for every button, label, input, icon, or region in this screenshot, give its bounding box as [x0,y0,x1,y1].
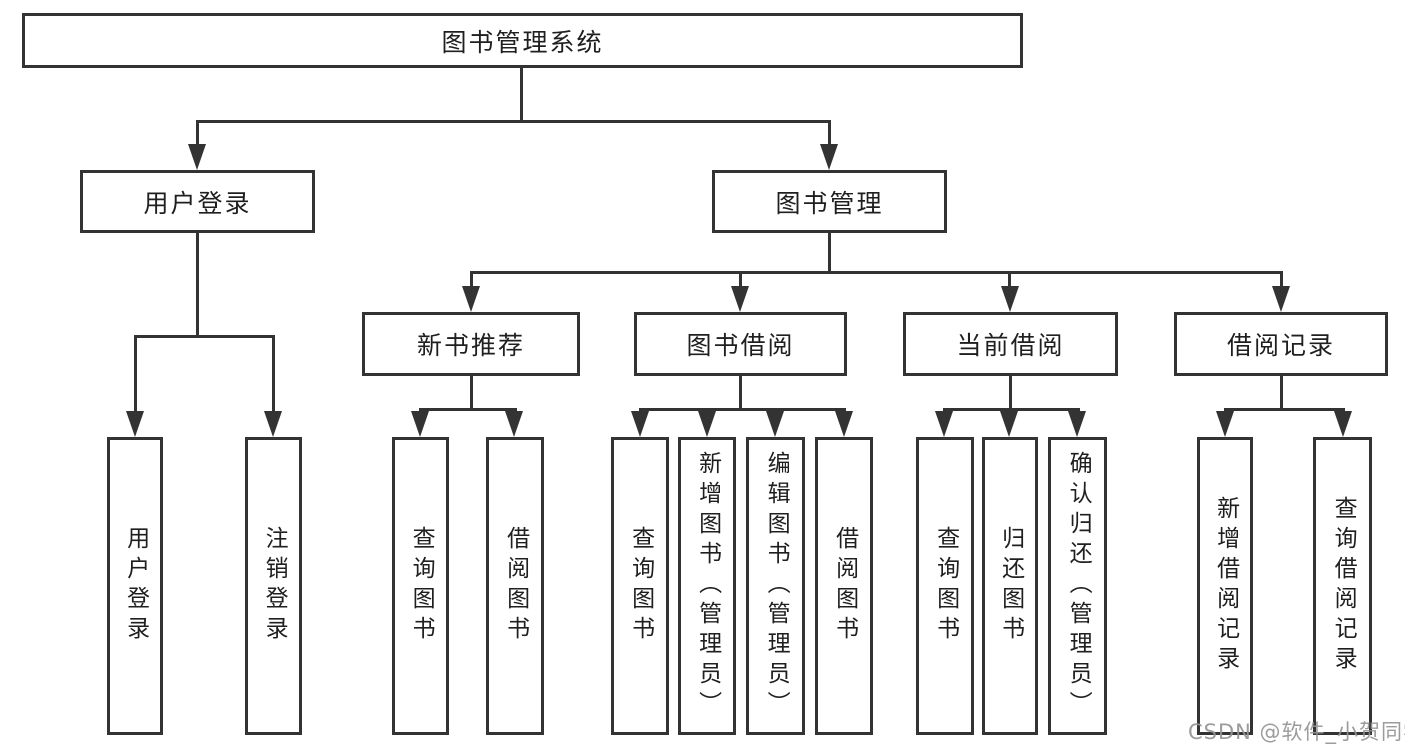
leaf-query-book-borrow-label: 查询图书 [627,526,654,646]
leaf-edit-book-admin-label: 编辑图书（管理员） [763,451,790,721]
connector-current-borrow-stem [1009,376,1012,411]
node-current-borrow-label: 当前借阅 [956,331,1065,360]
leaf-add-book-admin: 新增图书（管理员） [678,437,736,735]
node-book-borrow: 图书借阅 [634,312,847,376]
arrowhead-down [698,411,716,437]
arrowhead-down [505,411,523,437]
arrowhead-down [1068,411,1086,437]
leaf-add-borrow-record: 新增借阅记录 [1197,437,1253,735]
leaf-logout-label: 注销登录 [261,526,288,646]
connector-borrow-record-stem [1280,376,1283,411]
connector-leaf-logout-drop [272,335,275,412]
arrowhead-down [835,411,853,437]
node-borrow-records-label: 借阅记录 [1226,331,1335,360]
leaf-user-login: 用户登录 [107,437,163,735]
leaf-query-book-borrow: 查询图书 [611,437,669,735]
arrowhead-down [188,144,206,170]
arrowhead-down [1216,411,1234,437]
connector-borrow-record-branch [1224,408,1345,411]
connector-current-borrow-drop [1008,271,1011,287]
node-new-book-recommend-label: 新书推荐 [416,331,525,360]
connector-book-management-stem [828,233,831,274]
node-library-system: 图书管理系统 [22,13,1023,68]
node-book-management-label: 图书管理 [775,188,884,218]
connector-book-borrow-drop [739,271,742,287]
arrowhead-down [462,286,480,312]
connector-root-branch [196,120,831,123]
node-current-borrow: 当前借阅 [903,312,1118,376]
node-user-login-label: 用户登录 [143,188,252,218]
leaf-query-borrow-record: 查询借阅记录 [1313,437,1372,735]
connector-new-book-branch [419,408,517,411]
connector-user-login-branch [134,335,275,338]
node-library-system-label: 图书管理系统 [441,27,604,57]
leaf-query-book-current-label: 查询图书 [932,526,959,646]
leaf-query-borrow-record-label: 查询借阅记录 [1330,496,1357,676]
leaf-borrow-book-borrow-label: 借阅图书 [831,526,858,646]
leaf-query-book-recommend: 查询图书 [392,437,449,735]
arrowhead-down [1000,411,1018,437]
leaf-query-book-recommend-label: 查询图书 [408,526,435,646]
connector-borrow-record-drop [1280,271,1283,287]
connector-user-login-stem [196,233,199,337]
leaf-confirm-return-admin: 确认归还（管理员） [1048,437,1107,735]
connector-leaf-user-login-drop [134,335,137,412]
leaf-borrow-book-recommend-label: 借阅图书 [502,526,529,646]
arrowhead-down [1001,286,1019,312]
arrowhead-down [935,411,953,437]
leaf-return-book: 归还图书 [982,437,1038,735]
connector-current-borrow-branch [943,408,1080,411]
node-user-login: 用户登录 [80,170,315,233]
arrowhead-down [411,411,429,437]
connector-book-borrow-stem [739,376,742,411]
arrowhead-down [126,411,144,437]
leaf-return-book-label: 归还图书 [997,526,1024,646]
arrowhead-down [264,411,282,437]
leaf-user-login-label: 用户登录 [122,526,149,646]
leaf-add-borrow-record-label: 新增借阅记录 [1212,496,1239,676]
connector-user-login-drop [196,120,199,146]
leaf-borrow-book-borrow: 借阅图书 [815,437,873,735]
leaf-query-book-current: 查询图书 [916,437,974,735]
arrowhead-down [631,411,649,437]
connector-book-management-drop [828,120,831,146]
connector-root-stem [520,68,523,123]
leaf-add-book-admin-label: 新增图书（管理员） [694,451,721,721]
node-borrow-records: 借阅记录 [1174,312,1388,376]
arrowhead-down [766,411,784,437]
arrowhead-down [1272,286,1290,312]
arrowhead-down [820,144,838,170]
connector-new-book-drop [470,271,473,287]
node-book-borrow-label: 图书借阅 [686,331,795,360]
arrowhead-down [1334,411,1352,437]
leaf-edit-book-admin: 编辑图书（管理员） [746,437,805,735]
connector-new-book-stem [470,376,473,411]
watermark: CSDN @软件_小贺同学 [1188,720,1405,744]
connector-book-management-branch [470,271,1283,274]
leaf-logout: 注销登录 [245,437,302,735]
leaf-confirm-return-admin-label: 确认归还（管理员） [1065,451,1092,721]
connector-book-borrow-branch [639,408,846,411]
leaf-borrow-book-recommend: 借阅图书 [486,437,544,735]
node-book-management: 图书管理 [712,170,947,233]
node-new-book-recommend: 新书推荐 [362,312,580,376]
arrowhead-down [731,286,749,312]
